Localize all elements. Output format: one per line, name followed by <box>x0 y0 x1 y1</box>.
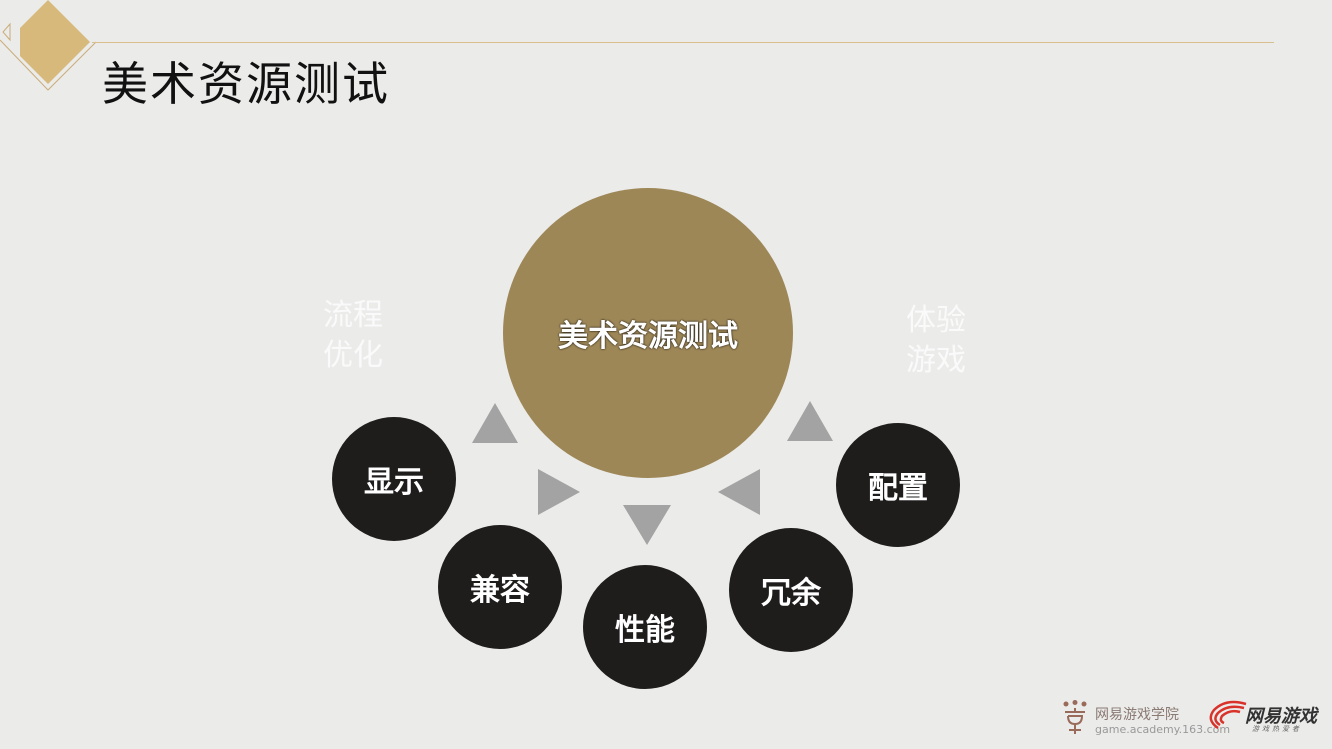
arrow-left-icon <box>718 469 760 515</box>
node-configuration: 配置 <box>836 423 960 547</box>
netease-games-logo-icon <box>1209 700 1247 730</box>
right-goal-line1: 体验 <box>906 303 966 338</box>
arrow-up-left-icon <box>472 403 518 443</box>
center-circle: 美术资源测试 <box>503 188 793 478</box>
left-goal-line2: 优化 <box>323 338 383 373</box>
academy-url: game.academy.163.com <box>1095 723 1231 736</box>
brand-name: 网易游戏 <box>1245 706 1317 727</box>
arrow-down-icon <box>623 505 671 545</box>
academy-logo-icon <box>1063 700 1087 734</box>
node-redundancy: 冗余 <box>729 528 853 652</box>
node-performance: 性能 <box>583 565 707 689</box>
right-goal-label: 体验 游戏 <box>906 301 976 381</box>
node-compatibility: 兼容 <box>438 525 562 649</box>
left-goal-line1: 流程 <box>323 298 383 333</box>
brand-tagline: 游戏热爱者 <box>1252 725 1302 733</box>
left-goal-label: 流程 优化 <box>323 296 393 376</box>
arrow-up-right-icon <box>787 401 833 441</box>
header-rule <box>92 42 1274 43</box>
right-goal-line2: 游戏 <box>906 343 966 378</box>
academy-name: 网易游戏学院 <box>1095 707 1179 723</box>
page-title: 美术资源测试 <box>102 57 390 111</box>
header-diamond-decoration <box>0 0 97 91</box>
arrow-right-icon <box>538 469 580 515</box>
node-display: 显示 <box>332 417 456 541</box>
